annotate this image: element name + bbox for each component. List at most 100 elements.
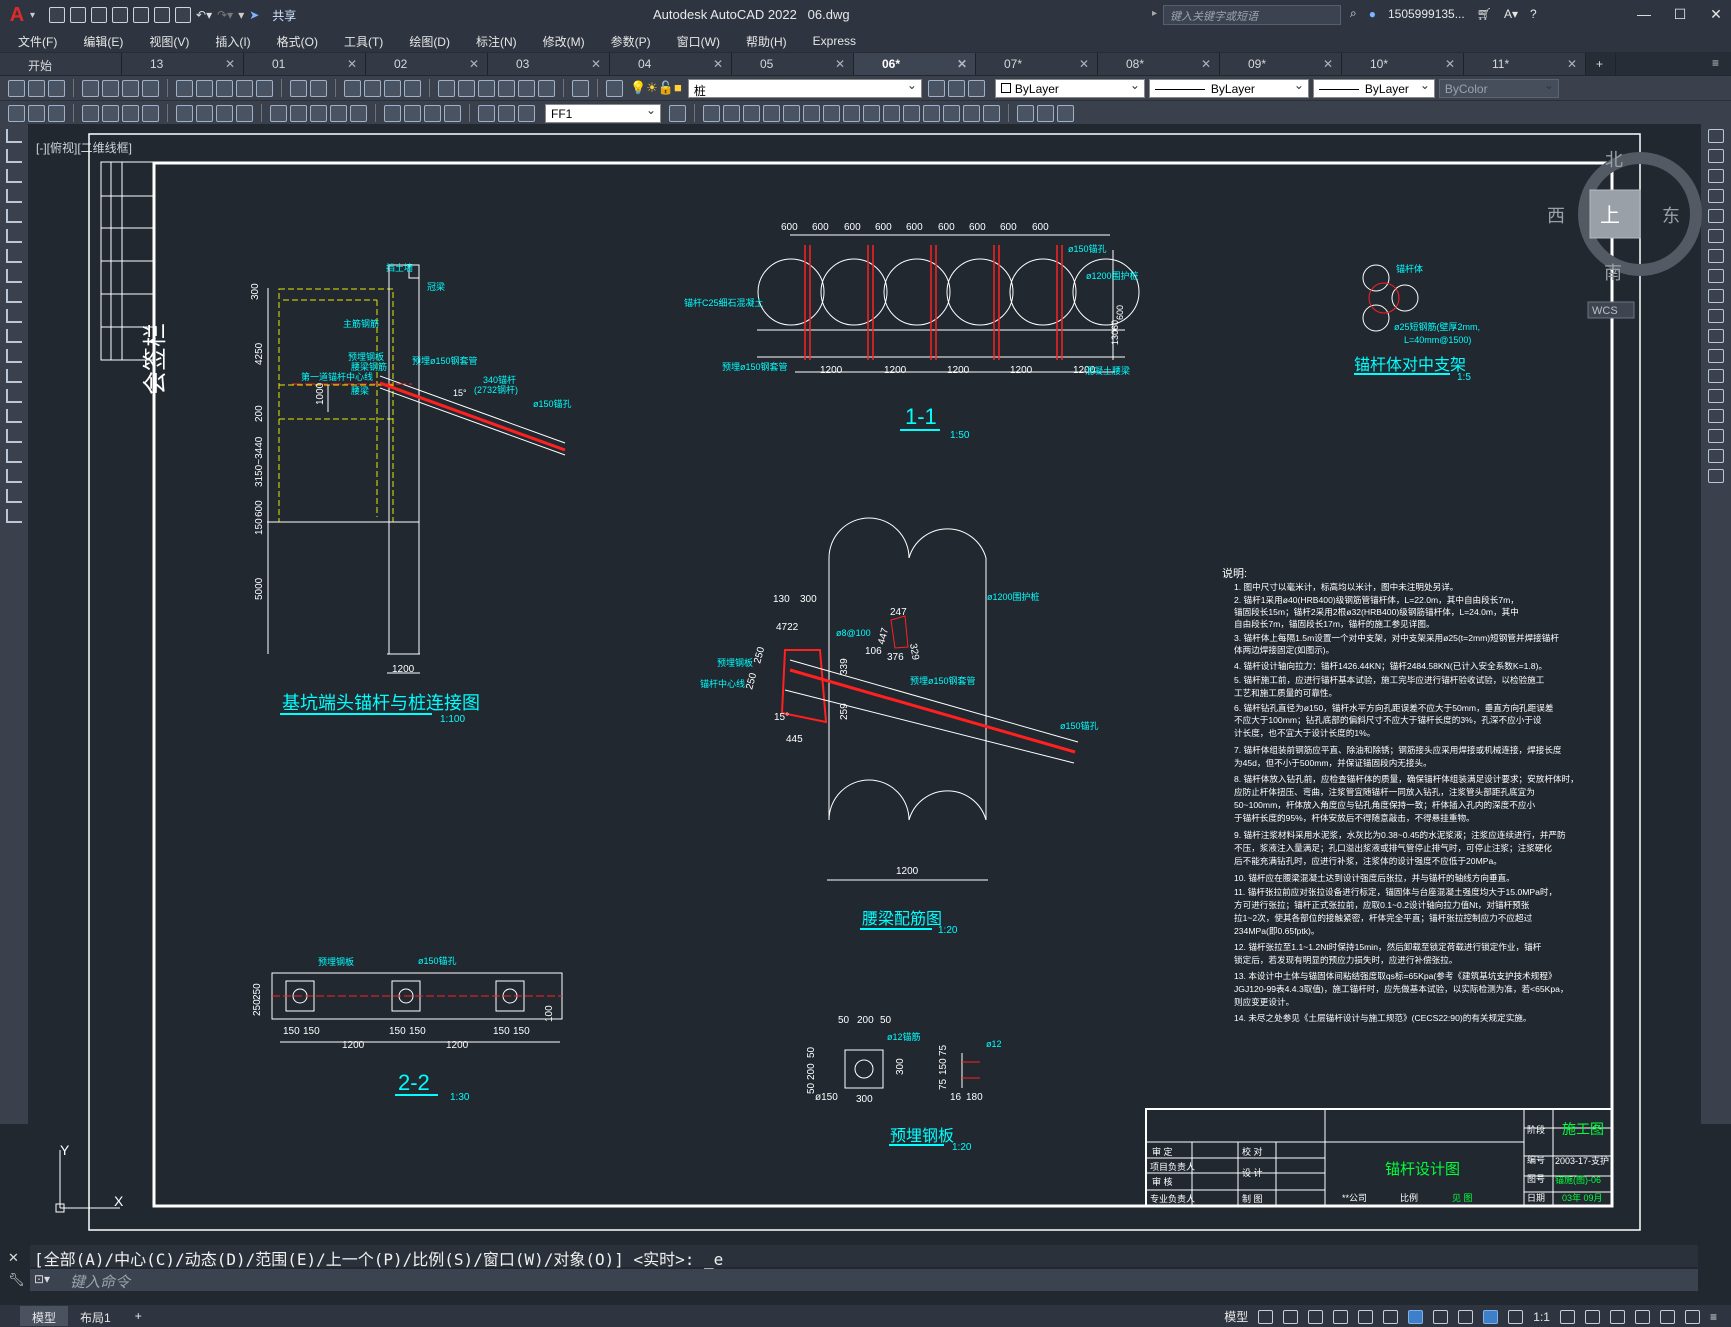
close-command-icon[interactable]: ✕ (8, 1250, 19, 1265)
erase-icon[interactable] (1708, 129, 1724, 143)
revision-cloud-icon[interactable] (6, 269, 22, 283)
save-workspace-icon[interactable] (28, 104, 45, 122)
ordinate-dim-icon[interactable] (142, 104, 159, 122)
menu-file[interactable]: 文件(F) (18, 34, 58, 49)
close-tab-icon[interactable]: ✕ (1200, 57, 1211, 71)
blend-icon[interactable] (1708, 449, 1724, 463)
help-icon[interactable] (572, 79, 589, 97)
continue-dim-icon[interactable] (310, 104, 327, 122)
redo-icon[interactable]: ↷▾ (217, 8, 234, 22)
spline-icon[interactable] (6, 289, 22, 303)
layout1-tab[interactable]: 布局1 (80, 1311, 111, 1325)
aligned-dim-icon[interactable] (102, 104, 119, 122)
explode-icon[interactable] (983, 104, 1000, 122)
tab-07[interactable]: 07*✕ (976, 53, 1098, 75)
redo-icon[interactable] (310, 79, 327, 97)
menu-parametric[interactable]: 参数(P) (610, 34, 651, 49)
markup-icon[interactable] (518, 79, 535, 97)
autodesk-app-icon[interactable]: A▾ (1503, 6, 1518, 21)
match-properties-icon[interactable] (236, 79, 253, 97)
angular-dim-icon[interactable] (236, 104, 253, 122)
cart-icon[interactable]: 🛒︎ (1476, 6, 1492, 21)
sheet-set-icon[interactable] (498, 79, 515, 97)
move-icon[interactable] (1708, 229, 1724, 243)
dim-style-icon[interactable] (669, 104, 686, 122)
fillet-icon[interactable] (963, 104, 980, 122)
layer-properties-icon[interactable] (606, 79, 623, 97)
ellipse-arc-icon[interactable] (6, 329, 22, 343)
baseline-dim-icon[interactable] (290, 104, 307, 122)
dim-space-icon[interactable] (330, 104, 347, 122)
block-editor-icon[interactable] (256, 79, 273, 97)
break-icon[interactable] (903, 104, 920, 122)
open-file-icon[interactable] (70, 7, 87, 23)
qat-dropdown-icon[interactable]: ▾ (238, 8, 245, 22)
join-icon[interactable] (923, 104, 940, 122)
tab-02[interactable]: 02✕ (366, 53, 488, 75)
print-icon[interactable] (175, 7, 192, 23)
infer-constraints-icon[interactable] (1308, 1309, 1324, 1324)
save-web-icon[interactable] (154, 7, 171, 23)
rotate-icon[interactable] (1708, 249, 1724, 263)
menu-window[interactable]: 窗口(W) (676, 34, 720, 49)
make-block-icon[interactable] (6, 369, 22, 383)
table-icon[interactable] (6, 469, 22, 483)
line-icon[interactable] (6, 129, 22, 143)
open-icon[interactable] (28, 79, 45, 97)
tolerance-icon[interactable] (384, 104, 401, 122)
close-tab-icon[interactable]: ✕ (590, 57, 601, 71)
minimize-icon[interactable]: — (1637, 6, 1651, 22)
pan-icon[interactable] (344, 79, 361, 97)
menu-help[interactable]: 帮助(H) (745, 34, 787, 49)
workspace-switch-icon[interactable] (1559, 1309, 1575, 1324)
search-input[interactable]: 键入关键字或短语 (1163, 5, 1341, 25)
autocad-logo-icon[interactable]: A (9, 3, 25, 26)
jogged-dim-icon[interactable] (196, 104, 213, 122)
array-icon[interactable] (763, 104, 780, 122)
stretch-icon[interactable] (843, 104, 860, 122)
dim-update-icon[interactable] (518, 104, 535, 122)
arc-length-icon[interactable] (122, 104, 139, 122)
menu-draw[interactable]: 绘图(D) (409, 34, 450, 49)
help-icon[interactable]: ? (1530, 6, 1537, 21)
annotation-monitor-icon[interactable] (1584, 1309, 1600, 1324)
add-selected-icon[interactable] (6, 509, 22, 523)
stretch-icon[interactable] (1708, 289, 1724, 303)
tab-10[interactable]: 10*✕ (1342, 53, 1464, 75)
menu-dimension[interactable]: 标注(N) (475, 34, 517, 49)
3d-print-icon[interactable] (142, 79, 159, 97)
plot-icon[interactable] (82, 79, 99, 97)
scale-icon[interactable] (1708, 269, 1724, 283)
offset-icon[interactable] (743, 104, 760, 122)
copy-object-icon[interactable] (703, 104, 720, 122)
menu-express[interactable]: Express (812, 34, 857, 48)
menu-edit[interactable]: 编辑(E) (83, 34, 124, 49)
tab-03[interactable]: 03✕ (488, 53, 610, 75)
tab-04[interactable]: 04✕ (610, 53, 732, 75)
insert-block-icon[interactable] (6, 349, 22, 363)
dim-edit-icon[interactable] (478, 104, 495, 122)
menu-tools[interactable]: 工具(T) (343, 34, 384, 49)
mirror-icon[interactable] (1708, 169, 1724, 183)
tab-list-icon[interactable]: ≡ (1711, 56, 1719, 70)
offset-icon[interactable] (1708, 189, 1724, 203)
isometric-icon[interactable] (1358, 1309, 1374, 1324)
object-snap-icon[interactable] (1408, 1309, 1424, 1324)
radius-dim-icon[interactable] (176, 104, 193, 122)
arc-icon[interactable] (6, 229, 22, 243)
fullscreen-icon[interactable] (1684, 1309, 1700, 1324)
tool-palettes-icon[interactable] (478, 79, 495, 97)
move-icon[interactable] (783, 104, 800, 122)
paste-icon[interactable] (216, 79, 233, 97)
inspection-icon[interactable] (424, 104, 441, 122)
tab-06[interactable]: 06*✕ (854, 53, 976, 75)
close-tab-icon[interactable]: ✕ (956, 57, 967, 71)
object-snap-tracking-icon[interactable] (1383, 1309, 1399, 1324)
undo-icon[interactable] (290, 79, 307, 97)
user-name[interactable]: 1505999135... (1387, 6, 1465, 21)
lineweight-dropdown[interactable]: ByLayer (1312, 78, 1435, 98)
new-tab-button[interactable]: + (1586, 53, 1616, 75)
grid-icon[interactable] (1258, 1309, 1274, 1324)
tab-11[interactable]: 11*✕ (1464, 53, 1586, 75)
close-tab-icon[interactable]: ✕ (712, 57, 723, 71)
